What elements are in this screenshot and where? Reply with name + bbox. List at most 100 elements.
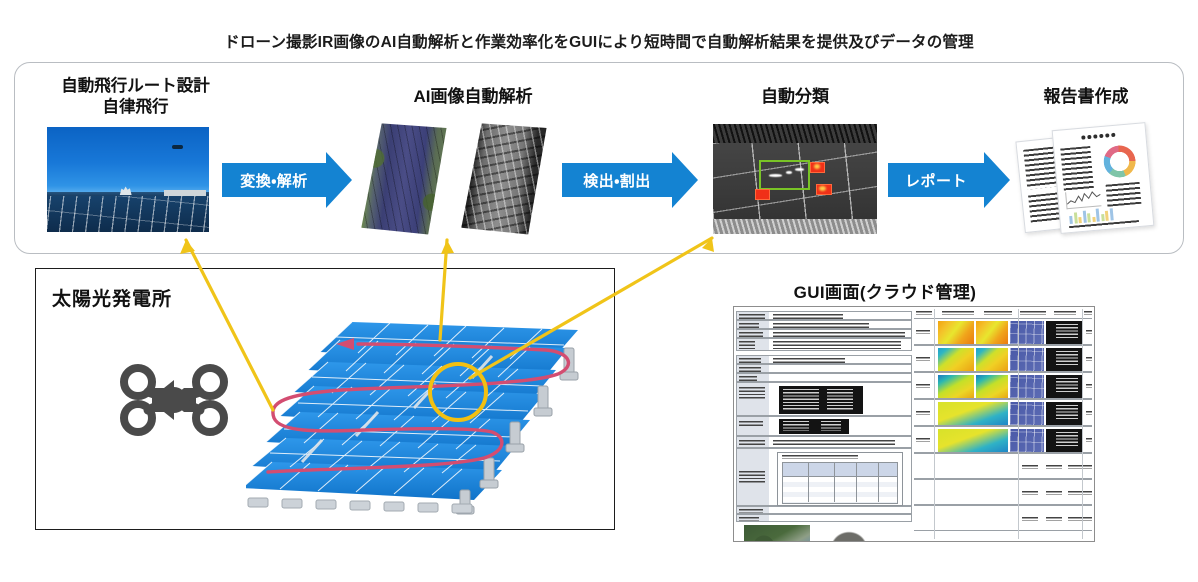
thermal-image [976, 321, 1008, 344]
arrow-head-icon [326, 152, 352, 208]
solar-plant-title: 太陽光発電所 [52, 289, 173, 310]
report-line-chart-svg [1066, 191, 1101, 205]
form-row [736, 329, 912, 338]
results-col-header [1020, 311, 1046, 315]
orthomosaic-rgb-surface [354, 119, 454, 239]
rgb-panel-image [1010, 375, 1044, 398]
serpentine-flight-path [246, 300, 618, 522]
form-row [736, 311, 912, 320]
form-row [736, 320, 912, 329]
gui-report-form [736, 309, 912, 542]
solar-panel-array [241, 300, 618, 522]
report-documents [1015, 122, 1168, 234]
result-row [914, 453, 1092, 479]
thermal-image [938, 429, 1008, 452]
ir-sky-strip [713, 124, 877, 143]
arrow-report-label: レポート [888, 163, 984, 197]
ir-panel-field [713, 142, 877, 219]
rgb-panel-image [1010, 348, 1044, 371]
orthomosaic-ir-surface [454, 119, 554, 239]
form-row-telemetry [736, 382, 912, 416]
result-data-panel [1046, 348, 1082, 371]
arrow-convert-analyze: 変換・解析 [222, 152, 352, 208]
thermal-image [938, 402, 1008, 425]
photo-drone-icon [172, 144, 184, 149]
thermal-image [938, 375, 974, 398]
result-row [914, 426, 1092, 453]
arrow-detect-extract: 検出・割出 [562, 152, 698, 208]
hotspot-streak [786, 171, 792, 174]
arrow-report: レポート [888, 152, 1010, 208]
page-title: ドローン撮影IR画像のAI自動解析と作業効率化をGUIにより短時間で自動解析結果… [224, 34, 974, 51]
rgb-panel-image [1010, 429, 1044, 452]
form-row [736, 506, 912, 514]
telemetry-panel [779, 419, 849, 434]
orthomosaic-rgb [354, 119, 454, 239]
thermal-image [976, 375, 1008, 398]
rgb-panel-image [1010, 402, 1044, 425]
form-row [736, 373, 912, 382]
hotspot-glow [819, 186, 826, 191]
report-donut-chart [1102, 144, 1137, 179]
report-header-dots [1081, 132, 1116, 140]
report-text-block [1105, 181, 1142, 207]
result-row [914, 479, 1092, 505]
ir-ground-strip [713, 218, 877, 234]
hotspot-streak [795, 168, 804, 171]
result-data-panel [1046, 375, 1082, 398]
result-data-panel [1046, 429, 1082, 452]
results-col-header [942, 311, 974, 315]
form-row [736, 436, 912, 448]
thermal-image [976, 348, 1008, 371]
ir-detection-image [713, 124, 877, 234]
stage-title-autoflight: 自動飛行ルート設計 自律飛行 [61, 77, 210, 116]
photo-tower [119, 186, 132, 196]
result-data-panel [1046, 321, 1082, 344]
arrow-head-icon [672, 152, 698, 208]
form-row [736, 338, 912, 351]
result-row [914, 345, 1092, 372]
orthomosaic-ir [454, 119, 554, 239]
rgb-panel-image [1010, 321, 1044, 344]
report-text-block [1060, 145, 1094, 193]
thermal-image [938, 348, 974, 371]
report-bar-chart [1069, 206, 1114, 225]
thermal-image [938, 321, 974, 344]
hotspot-box [755, 189, 770, 200]
result-row [914, 318, 1092, 345]
cloud-management-report-screen [733, 306, 1095, 542]
telemetry-panel [779, 386, 863, 414]
solar-field-photo [47, 127, 209, 232]
arrow-head-icon [984, 152, 1010, 208]
form-row [736, 355, 912, 364]
gui-screen-title: GUI画面(クラウド管理) [793, 283, 977, 302]
aerial-site-photo [744, 525, 810, 541]
stage-title-ai-analysis: AI画像自動解析 [413, 87, 533, 106]
arrow-convert-analyze-label: 変換・解析 [222, 163, 326, 197]
yellow-highlight-circle [428, 362, 488, 422]
photo-building [163, 190, 206, 198]
gui-results-table [914, 309, 1092, 539]
report-text-block [1028, 192, 1061, 224]
quadcopter-drone-icon [118, 352, 230, 444]
site-pointcloud-map [818, 525, 880, 541]
stage-title-report: 報告書作成 [1043, 87, 1129, 106]
result-row [914, 505, 1092, 531]
map-scale-label [884, 541, 889, 542]
hotspot-streak [769, 174, 782, 177]
result-row [914, 399, 1092, 426]
results-col-header [1084, 311, 1092, 315]
report-line-chart [1065, 189, 1102, 210]
arrow-detect-extract-label: 検出・割出 [562, 163, 672, 197]
hotspot-glow [814, 164, 820, 169]
detection-box-green [759, 160, 810, 190]
form-row-table [736, 448, 912, 506]
result-row [914, 372, 1092, 399]
report-sheet-front [1051, 122, 1155, 234]
stage-title-classification: 自動分類 [761, 87, 829, 106]
results-col-header [1054, 311, 1076, 315]
form-row [736, 514, 912, 522]
result-data-panel [1046, 402, 1082, 425]
results-col-header [984, 311, 1012, 315]
